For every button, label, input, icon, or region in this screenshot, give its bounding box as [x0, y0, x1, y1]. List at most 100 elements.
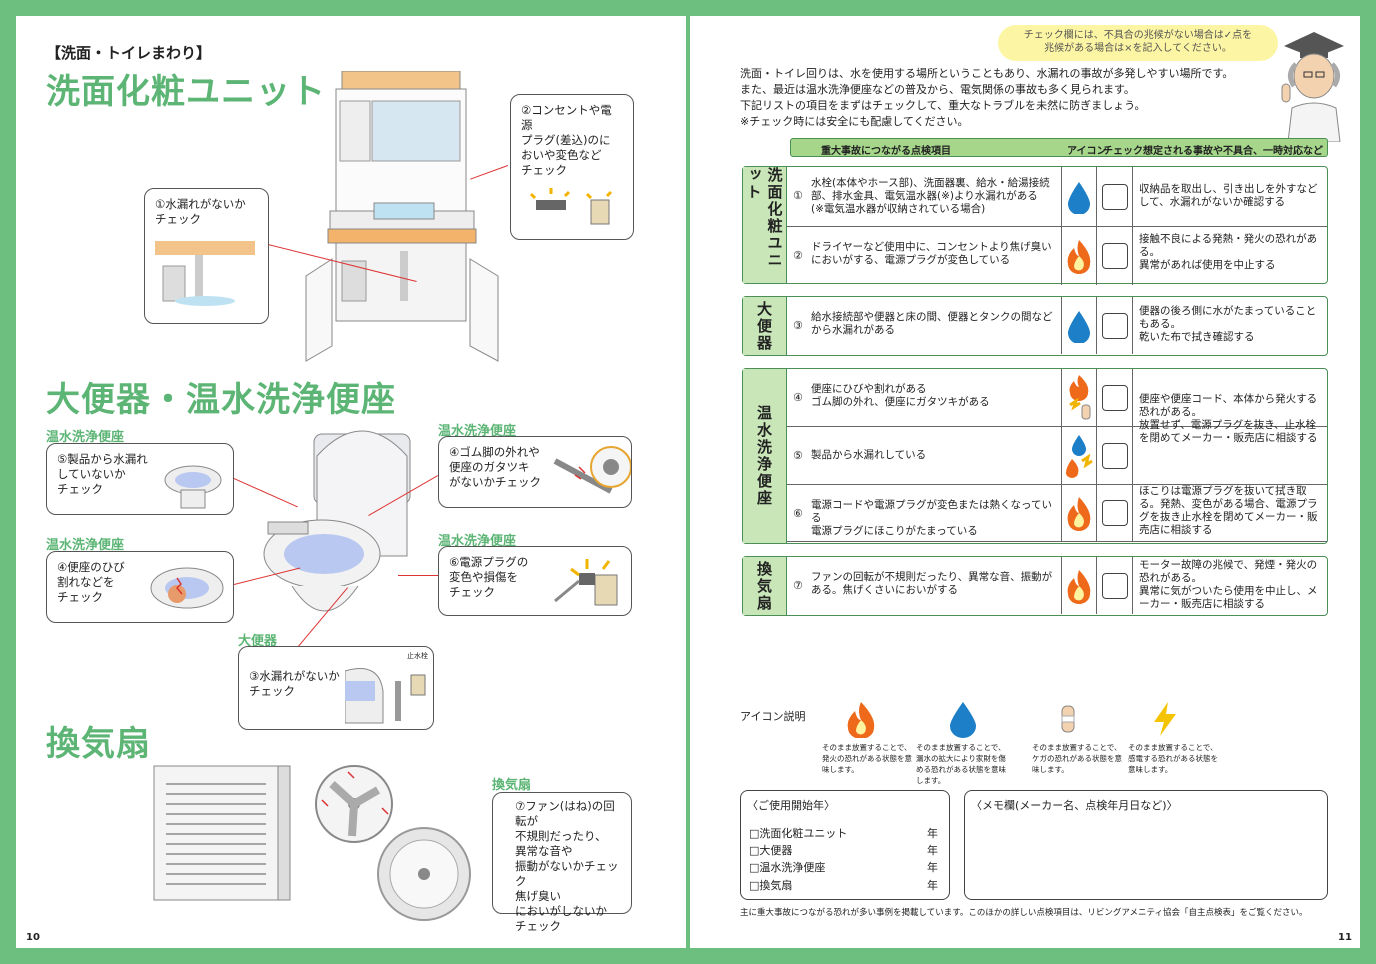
group-label: 洗面化粧ユニット	[743, 167, 787, 283]
row-text: ファンの回転が不規則だったり、異常な音、振動がある。焦げくさいにおいがする	[811, 571, 1053, 596]
callout-text: ④便座のひび 割れなどを チェック	[57, 560, 125, 604]
table-row: ⑥ 電源コードや電源プラグが変色または熱くなっている 電源プラグにほこりがたまっ…	[787, 485, 1327, 542]
toilet-base-illustration	[345, 668, 426, 724]
memo-box[interactable]: 〈メモ欄(メーカー名、点検年月日など)〉	[964, 790, 1328, 900]
usage-item[interactable]: □換気扇	[749, 879, 793, 892]
subheading: 温水洗浄便座	[46, 430, 125, 445]
row-result: 接触不良による発熱・発火の恐れがある。 異常があれば使用を中止する	[1139, 233, 1318, 271]
water-drop-icon	[1061, 297, 1097, 354]
callout-toilet-leak: ③水漏れがないか チェック 止水栓	[238, 646, 434, 730]
row-text: 便座にひびや割れがある ゴム脚の外れ、便座にガタツキがある	[811, 383, 990, 408]
checkbox[interactable]	[1101, 384, 1128, 411]
seat-crack-illustration	[150, 567, 224, 609]
title-fan: 換気扇	[46, 724, 151, 764]
callout-seat-crack: ④便座のひび 割れなどを チェック	[46, 551, 234, 623]
callout-text: ④ゴム脚の外れや 便座のガタツキ がないかチェック	[449, 445, 541, 489]
vanity-unit-illustration	[305, 71, 499, 362]
subheading: 大便器	[238, 634, 278, 649]
table-row: ⑦ ファンの回転が不規則だったり、異常な音、振動がある。焦げくさいにおいがする …	[787, 557, 1327, 614]
callout-outlet: ②コンセントや電源 プラグ(差込)のに おいや変色など チェック	[510, 94, 634, 240]
footer-note: 主に重大事故につながる恐れが多い事例を掲載しています。このほかの詳しい点検項目は…	[740, 908, 1308, 918]
right-page: チェック欄には、不具合の兆候がない場合は✓点を 兆候がある場合は×を記入してくだ…	[690, 16, 1360, 948]
year-label: 年	[927, 879, 938, 892]
check-cell[interactable]	[1097, 369, 1133, 426]
checkbox[interactable]	[1101, 500, 1128, 526]
rubber-feet-illustration	[553, 446, 631, 494]
subheading: 温水洗浄便座	[438, 534, 517, 549]
group-toilet: 大便器 ③ 給水接続部や便器と床の間、便器とタンクの間などから水漏れがある 便器…	[742, 296, 1328, 356]
fan-blade-illustration	[315, 765, 471, 921]
check-cell[interactable]	[1097, 427, 1133, 484]
year-label: 年	[927, 827, 938, 840]
check-cell[interactable]	[1097, 297, 1133, 354]
checkbox[interactable]	[1101, 183, 1128, 210]
row-result: ほこりは電源プラグを抜いて拭き取る。発熱、変色がある場合、電源プラグを抜き止水栓…	[1139, 485, 1318, 536]
checkbox[interactable]	[1101, 312, 1128, 339]
instruction-bubble: チェック欄には、不具合の兆候がない場合は✓点を 兆候がある場合は×を記入してくだ…	[998, 25, 1278, 61]
group-fan: 換気扇 ⑦ ファンの回転が不規則だったり、異常な音、振動がある。焦げくさいにおい…	[742, 556, 1328, 616]
header-icon: アイコン	[1067, 146, 1107, 157]
fire-icon	[1061, 557, 1097, 614]
callout-text: ⑥電源プラグの 変色や損傷を チェック	[449, 555, 529, 599]
fan-cover-illustration	[153, 765, 291, 901]
check-cell[interactable]	[1097, 557, 1133, 614]
washlet-illustration	[164, 465, 222, 509]
callout-washlet-leak: ⑤製品から水漏れ していないか チェック	[46, 443, 234, 515]
lightning-icon	[1154, 702, 1176, 736]
section-label: 【洗面・トイレまわり】	[46, 44, 212, 62]
subheading: 換気扇	[492, 778, 532, 793]
legend-text: そのまま放置することで、発火の恐れがある状態を意味します。	[822, 743, 912, 774]
checkbox[interactable]	[1101, 572, 1128, 599]
row-text: 電源コードや電源プラグが変色または熱くなっている 電源プラグにほこりがたまってい…	[811, 499, 1052, 537]
group-label: 換気扇	[743, 557, 787, 615]
callout-text: ⑤製品から水漏れ していないか チェック	[57, 452, 148, 496]
callout-rubber-feet: ④ゴム脚の外れや 便座のガタツキ がないかチェック	[438, 436, 632, 508]
vanity-pipe-illustration	[155, 241, 255, 306]
usage-item[interactable]: □洗面化粧ユニット	[749, 827, 848, 840]
title-toilet: 大便器・温水洗浄便座	[46, 380, 396, 420]
row-number: ⑥	[793, 507, 803, 520]
table-row: ④ 便座にひびや割れがある ゴム脚の外れ、便座にガタツキがある	[787, 369, 1327, 427]
row-number: ①	[793, 189, 803, 202]
table-row: ① 水栓(本体やホース部)、洗面器裏、給水・給湯接続部、排水金具、電気温水器(※…	[787, 167, 1327, 227]
check-cell[interactable]	[1097, 227, 1133, 285]
row-number: ②	[793, 249, 803, 262]
water-drop-icon	[1061, 167, 1097, 226]
subheading: 温水洗浄便座	[438, 424, 517, 439]
callout-plug: ⑥電源プラグの 変色や損傷を チェック	[438, 546, 632, 616]
table-row: ② ドライヤーなど使用中に、コンセントより焦げ臭いにおいがする、電源プラグが変色…	[787, 227, 1327, 285]
callout-text: ⑦ファン(はね)の回転が 不規則だったり、 異常な音や 振動がないかチェック 焦…	[515, 799, 619, 933]
title-vanity-unit: 洗面化粧ユニット	[46, 72, 326, 112]
header-item: 重大事故につながる点検項目	[821, 146, 951, 157]
fire-icon	[1061, 485, 1097, 541]
row-result: モーター故障の兆候で、発煙・発火の恐れがある。 異常に気がついたら使用を中止し、…	[1139, 559, 1318, 610]
memo-title: 〈メモ欄(メーカー名、点検年月日など)〉	[971, 799, 1178, 812]
check-cell[interactable]	[1097, 485, 1133, 541]
usage-item[interactable]: □温水洗浄便座	[749, 861, 826, 874]
usage-item[interactable]: □大便器	[749, 844, 793, 857]
usage-year-box: 〈ご使用開始年〉 □洗面化粧ユニット □大便器 □温水洗浄便座 □換気扇 年 年…	[740, 790, 950, 900]
washlet-shared-result: 便座や便座コード、本体から発火する恐れがある。 放置せず、電源プラグを抜き、止水…	[1139, 393, 1318, 444]
header-check: チェック	[1103, 146, 1143, 157]
fire-injury-icon	[1061, 369, 1097, 426]
row-result: 収納品を取出し、引き出しを外すなどして、水漏れがないか確認する	[1139, 183, 1318, 208]
row-text: 製品から水漏れしている	[811, 449, 927, 461]
fire-icon	[847, 702, 875, 738]
checkbox[interactable]	[1101, 442, 1128, 469]
professor-illustration	[1281, 32, 1344, 142]
injury-icon	[1061, 705, 1075, 733]
checkbox[interactable]	[1101, 243, 1128, 269]
leader-line	[398, 575, 438, 576]
intro-paragraph: 洗面・トイレ回りは、水を使用する場所ということもあり、水漏れの事故が多発しやすい…	[740, 67, 1234, 128]
check-cell[interactable]	[1097, 167, 1133, 226]
year-label: 年	[927, 861, 938, 874]
group-vanity: 洗面化粧ユニット ① 水栓(本体やホース部)、洗面器裏、給水・給湯接続部、排水金…	[742, 166, 1328, 285]
group-label: 大便器	[743, 297, 787, 355]
page-number: 11	[1338, 932, 1352, 943]
row-result: 便器の後ろ側に水がたまっていることもある。 乾いた布で拭き確認する	[1139, 305, 1317, 343]
intro-text: 洗面・トイレ回りは、水を使用する場所ということもあり、水漏れの事故が多発しやすい…	[740, 66, 1260, 130]
row-number: ⑤	[793, 449, 803, 462]
toilet-illustration	[263, 430, 411, 612]
usage-title: 〈ご使用開始年〉	[747, 799, 835, 812]
table-header: 重大事故につながる点検項目 アイコン チェック 想定される事故や不具合、一時対応…	[790, 138, 1328, 157]
